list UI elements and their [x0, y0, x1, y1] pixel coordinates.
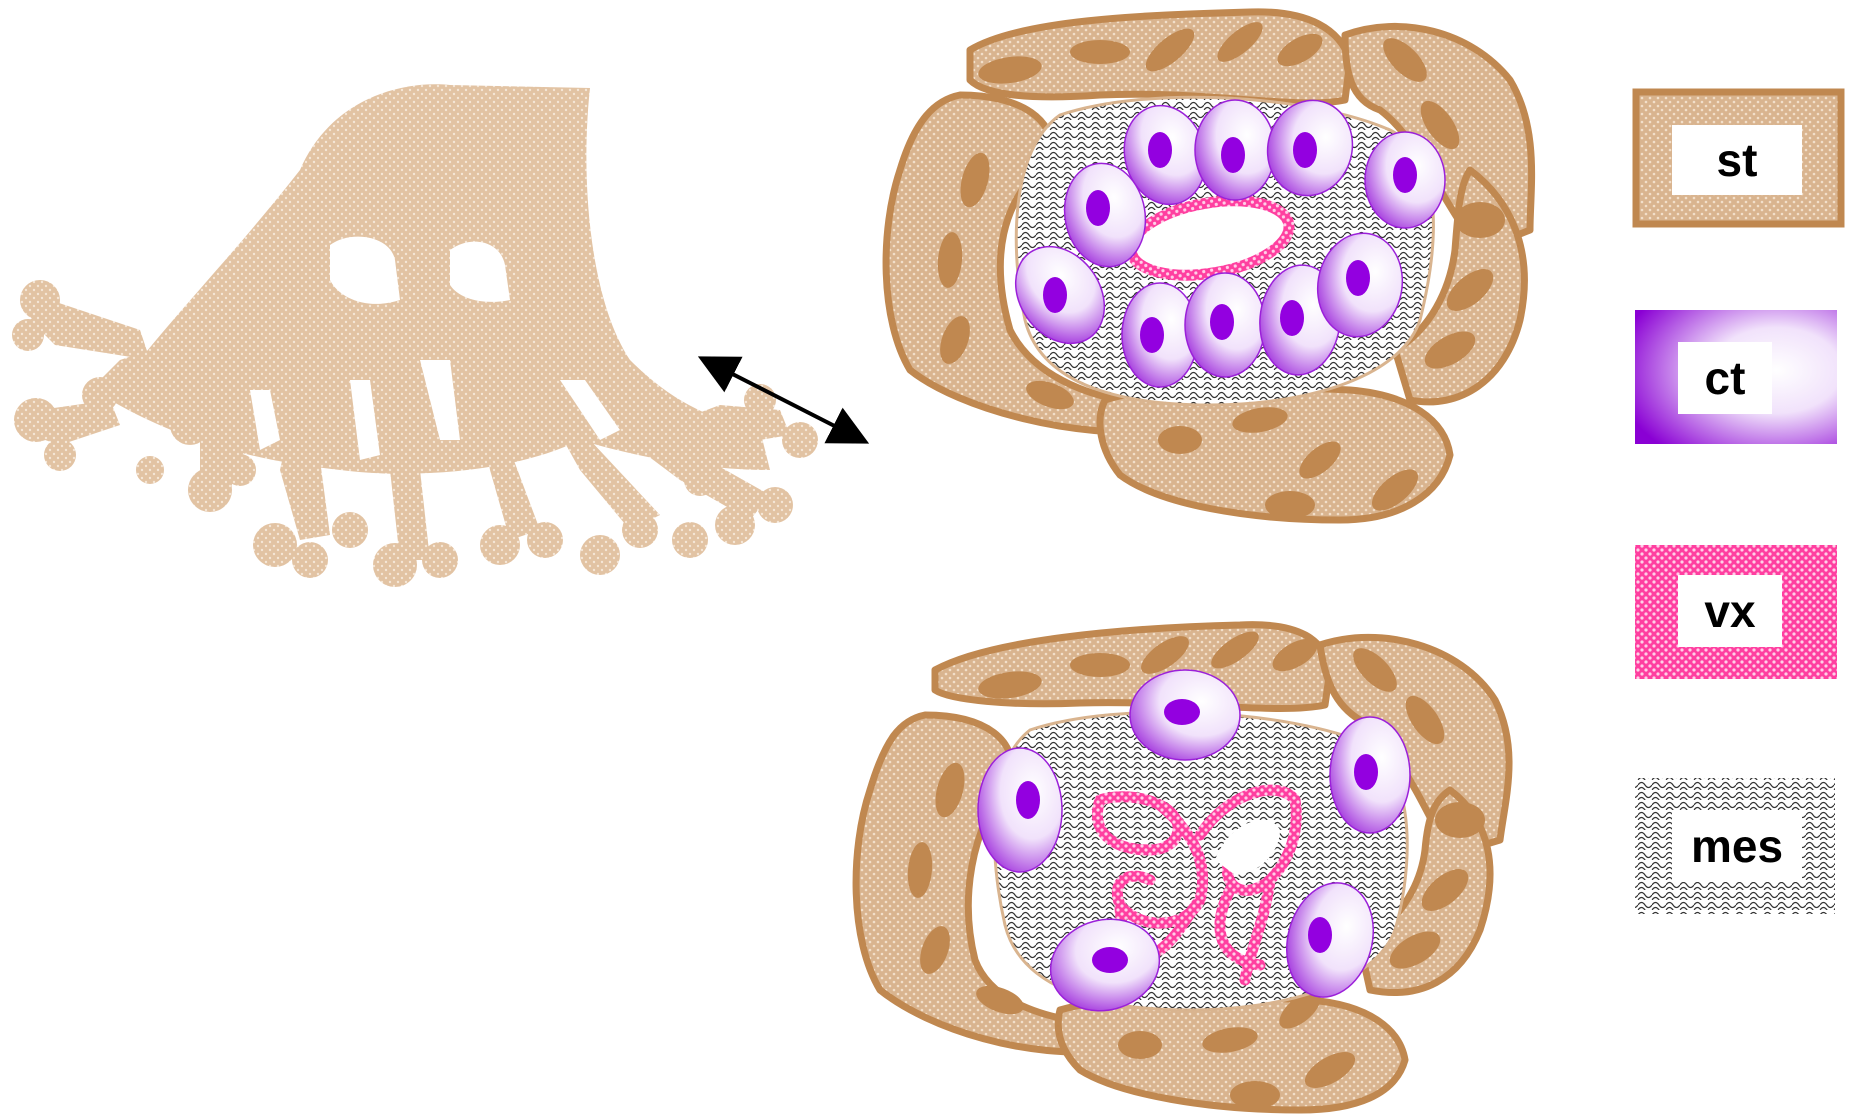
villous-tree-illustration [12, 84, 818, 587]
villus-cross-section-many-cytotrophoblasts [886, 12, 1532, 520]
legend-label-vx: vx [1678, 575, 1782, 647]
legend [1635, 92, 1841, 914]
legend-label-st: st [1672, 125, 1802, 195]
villus-cross-section-few-cytotrophoblasts [856, 625, 1509, 1110]
legend-label-mes: mes [1672, 810, 1802, 882]
legend-label-ct: ct [1678, 342, 1772, 414]
